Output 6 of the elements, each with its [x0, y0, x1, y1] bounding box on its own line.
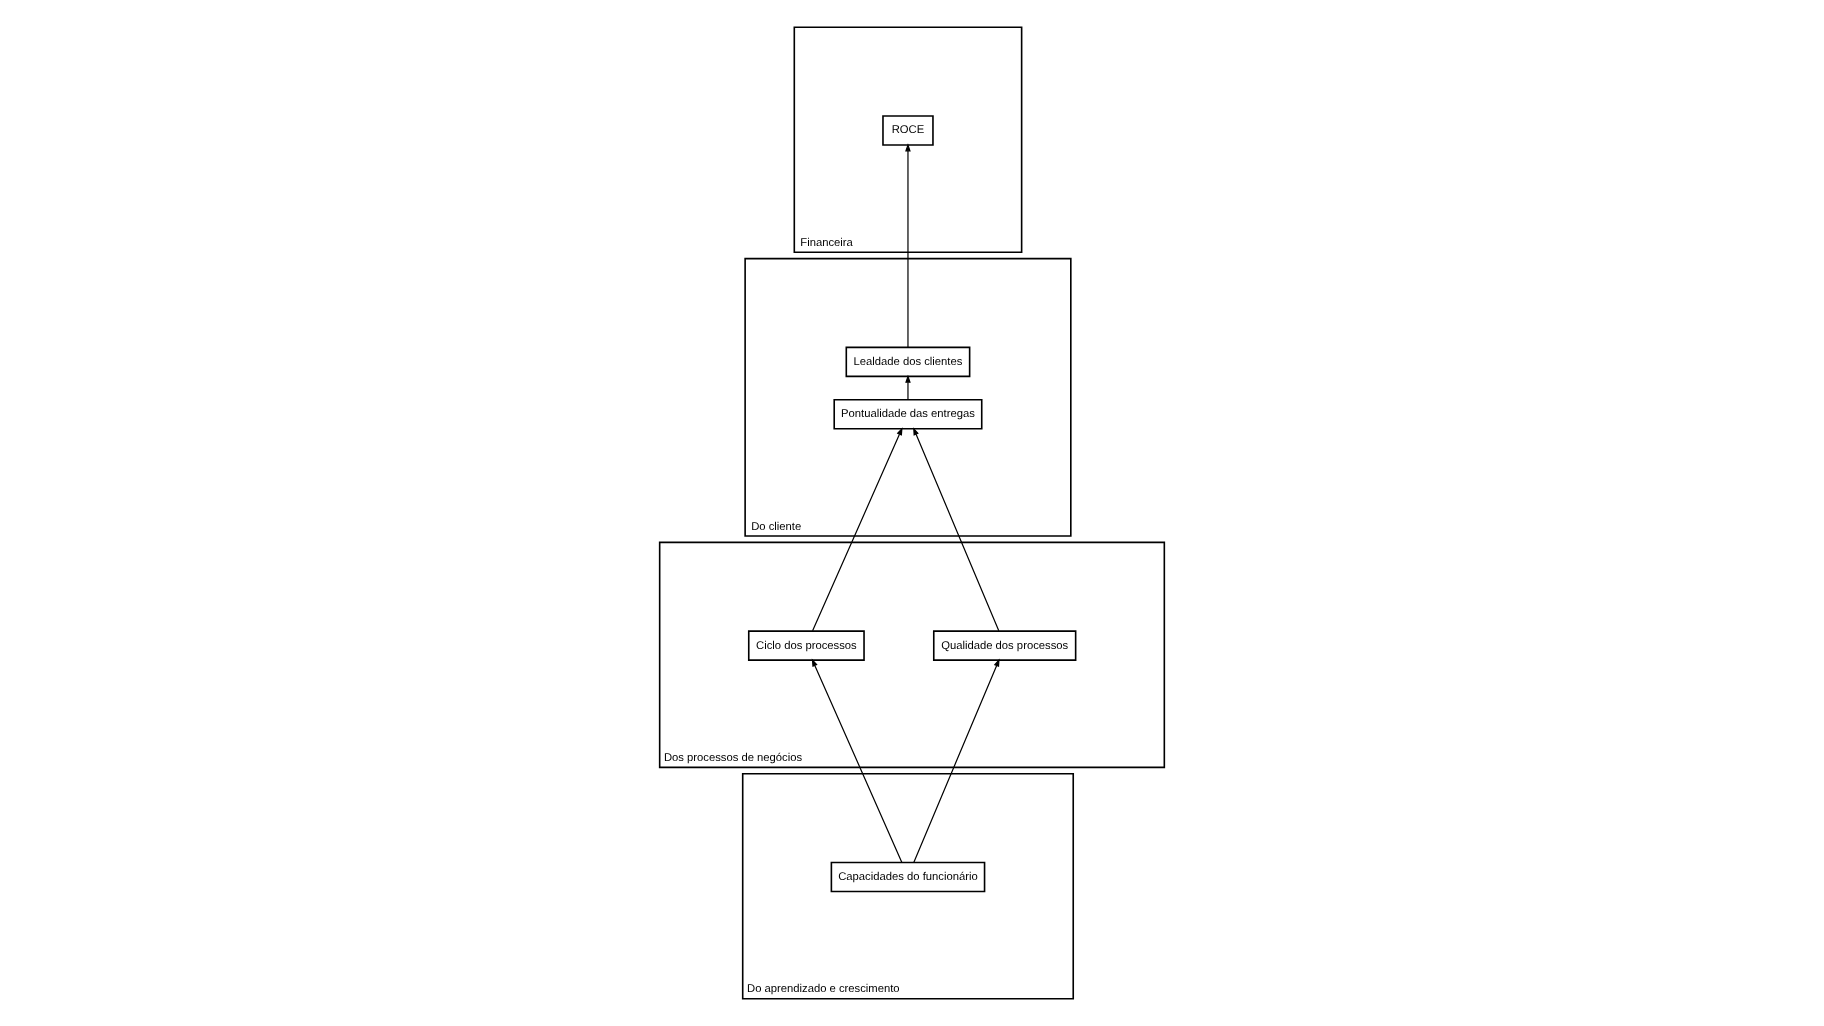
- arrow: [812, 427, 903, 632]
- arrow: [905, 374, 911, 401]
- arrow: [811, 658, 903, 863]
- arrow: [905, 143, 911, 348]
- arrow: [913, 658, 1000, 863]
- arrow: [913, 427, 1000, 632]
